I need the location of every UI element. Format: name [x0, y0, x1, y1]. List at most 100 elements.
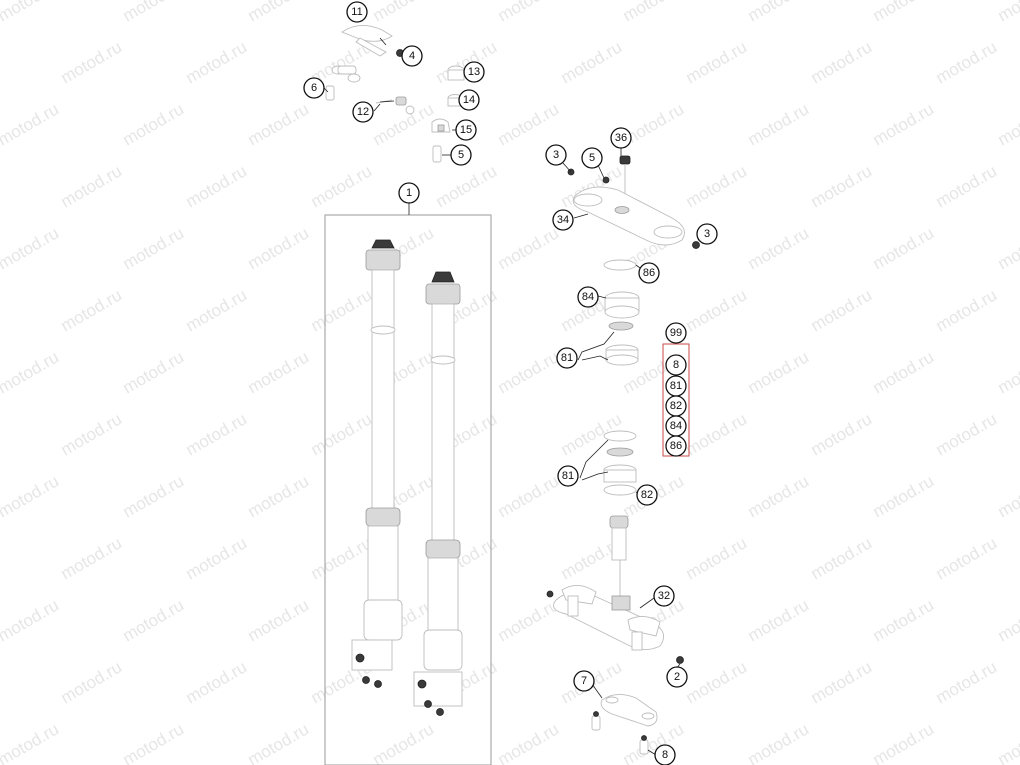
bottom-bracket — [591, 694, 658, 755]
svg-text:1: 1 — [406, 187, 412, 199]
watermark-text: motod.ru — [308, 533, 376, 583]
watermark-text: motod.ru — [495, 595, 563, 645]
watermark-text: motod.ru — [745, 0, 813, 25]
callout-c7: 7 — [573, 670, 595, 692]
watermark-text: motod.ru — [995, 595, 1020, 645]
watermark-text: motod.ru — [58, 657, 126, 707]
watermark-text: motod.ru — [245, 0, 313, 25]
watermark-text: motod.ru — [433, 37, 501, 87]
watermark-text: motod.ru — [120, 471, 188, 521]
upper-triple-clamp — [567, 155, 700, 249]
watermark-text: motod.ru — [58, 533, 126, 583]
watermark-text: motod.ru — [933, 161, 1001, 211]
watermark-text: motod.ru — [495, 223, 563, 273]
lower-triple-clamp — [546, 560, 684, 664]
watermark-text: motod.ru — [870, 595, 938, 645]
kit-item-84: 84 — [665, 415, 687, 437]
watermark-text: motod.ru — [120, 0, 188, 25]
watermark-text: motod.ru — [683, 161, 751, 211]
watermark-text: motod.ru — [745, 719, 813, 765]
svg-text:34: 34 — [557, 214, 569, 226]
watermark-text: motod.ru — [870, 223, 938, 273]
watermark-text: motod.ru — [0, 99, 62, 149]
svg-text:3: 3 — [553, 149, 559, 161]
watermark-text: motod.ru — [933, 409, 1001, 459]
svg-text:8: 8 — [662, 749, 668, 761]
svg-text:6: 6 — [311, 82, 317, 94]
watermark-text: motod.ru — [183, 285, 251, 335]
callout-c36: 36 — [610, 127, 632, 149]
watermark-text: motod.ru — [870, 347, 938, 397]
kit-header-callout: 99 — [665, 322, 687, 344]
watermark-text: motod.ru — [433, 161, 501, 211]
watermark-text: motod.ru — [370, 719, 438, 765]
svg-text:82: 82 — [670, 400, 682, 412]
callout-c11: 11 — [346, 1, 368, 23]
watermark-text: motod.ru — [245, 223, 313, 273]
fork-assembly-frame — [324, 214, 492, 765]
watermark-text: motod.ru — [995, 719, 1020, 765]
watermark-text: motod.ru — [745, 595, 813, 645]
callout-c5b: 5 — [581, 147, 603, 169]
callout-c3b: 3 — [696, 223, 718, 245]
svg-text:8: 8 — [673, 359, 679, 371]
svg-text:84: 84 — [670, 420, 682, 432]
watermark-text: motod.ru — [120, 595, 188, 645]
svg-text:86: 86 — [643, 267, 655, 279]
watermark-text: motod.ru — [683, 657, 751, 707]
watermark-text: motod.ru — [495, 99, 563, 149]
watermark-text: motod.ru — [183, 657, 251, 707]
callout-c6: 6 — [303, 77, 325, 99]
svg-text:7: 7 — [581, 675, 587, 687]
watermark-text: motod.ru — [808, 161, 876, 211]
watermark-text: motod.ru — [0, 0, 62, 25]
watermark-text: motod.ru — [183, 409, 251, 459]
handlebar-clamp-group — [325, 25, 465, 163]
watermark-text: motod.ru — [683, 533, 751, 583]
svg-text:36: 36 — [615, 132, 627, 144]
svg-text:81: 81 — [562, 470, 574, 482]
watermark-text: motod.ru — [870, 99, 938, 149]
svg-text:12: 12 — [357, 106, 369, 118]
watermark-text: motod.ru — [58, 409, 126, 459]
callout-c4: 4 — [401, 45, 423, 67]
watermark-text: motod.ru — [0, 471, 62, 521]
svg-text:14: 14 — [463, 94, 475, 106]
watermark-text: motod.ru — [308, 409, 376, 459]
watermark-text: motod.ru — [370, 0, 438, 25]
watermark-text: motod.ru — [183, 161, 251, 211]
callout-c12: 12 — [352, 101, 374, 123]
watermark-text: motod.ru — [120, 347, 188, 397]
watermark-text: motod.ru — [245, 347, 313, 397]
svg-text:82: 82 — [641, 489, 653, 501]
watermark-text: motod.ru — [0, 223, 62, 273]
callout-c2: 2 — [666, 666, 688, 688]
svg-text:99: 99 — [670, 327, 682, 339]
watermark-text: motod.ru — [120, 719, 188, 765]
watermark-text: motod.ru — [995, 0, 1020, 25]
watermark-text: motod.ru — [870, 719, 938, 765]
watermark-text: motod.ru — [683, 285, 751, 335]
watermark-text: motod.ru — [495, 719, 563, 765]
kit-item-8: 8 — [665, 354, 687, 376]
svg-text:81: 81 — [670, 380, 682, 392]
svg-text:3: 3 — [704, 228, 710, 240]
watermark-text: motod.ru — [995, 223, 1020, 273]
watermark-text: motod.ru — [0, 719, 62, 765]
watermark-text: motod.ru — [933, 37, 1001, 87]
watermark-text: motod.ru — [808, 409, 876, 459]
watermark-text: motod.ru — [933, 285, 1001, 335]
watermark-text: motod.ru — [495, 347, 563, 397]
watermark-text: motod.ru — [745, 223, 813, 273]
watermark-text: motod.ru — [995, 99, 1020, 149]
watermark-text: motod.ru — [995, 471, 1020, 521]
svg-text:86: 86 — [670, 440, 682, 452]
watermark-text: motod.ru — [683, 37, 751, 87]
fork-legs — [351, 239, 463, 716]
watermark-text: motod.ru — [870, 471, 938, 521]
svg-text:15: 15 — [460, 124, 472, 136]
watermark-text: motod.ru — [58, 285, 126, 335]
svg-text:84: 84 — [582, 291, 594, 303]
